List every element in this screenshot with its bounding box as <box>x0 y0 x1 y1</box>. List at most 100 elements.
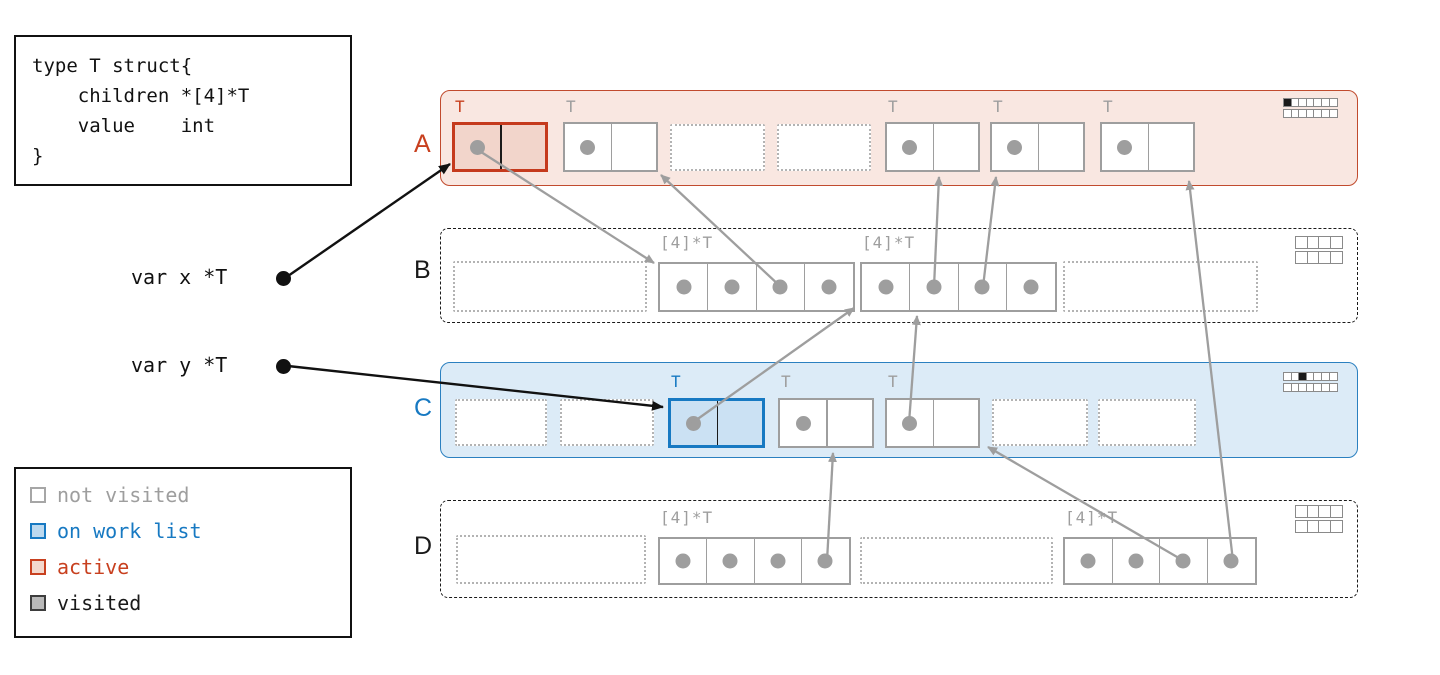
region-B-array-slot-2 <box>658 262 855 312</box>
region-D-empty-slot-3 <box>860 537 1053 584</box>
bitmap-row <box>1283 109 1338 118</box>
region-C-t-cell-4-visited <box>778 398 874 448</box>
pointer-dot <box>772 279 788 295</box>
legend-box: not visited on work list active visited <box>14 467 352 638</box>
bitmap-row <box>1295 505 1343 518</box>
pointer-dot <box>1223 553 1239 569</box>
region-C-cell-4-type-label: T <box>781 372 792 391</box>
field-divider <box>826 400 828 446</box>
region-A-empty-slot-4 <box>777 124 871 171</box>
bitmap-bit <box>1328 98 1338 107</box>
region-B-heap-bitmap-icon <box>1295 236 1343 264</box>
array-element-4 <box>1007 264 1055 310</box>
bitmap-bit <box>1328 109 1338 118</box>
array-element-1 <box>862 264 911 310</box>
region-A-t-cell-5-visited <box>885 122 980 172</box>
pointer-dot <box>724 279 740 295</box>
region-C-empty-slot-2 <box>560 399 654 446</box>
legend-label-not-visited: not visited <box>57 483 190 507</box>
bitmap-row <box>1283 98 1338 107</box>
legend-swatch-active <box>30 559 46 575</box>
field-divider <box>716 401 719 445</box>
pointer-dot <box>675 553 691 569</box>
pointer-dot <box>1175 553 1191 569</box>
region-A-cell-2-type-label: T <box>566 97 577 116</box>
region-D-array-slot-4 <box>1063 537 1257 585</box>
legend-item-on-work-list: on work list <box>30 519 202 543</box>
pointer-dot <box>1007 139 1023 155</box>
pointer-dot <box>1023 279 1039 295</box>
bitmap-row <box>1283 372 1338 381</box>
legend-label-visited: visited <box>57 591 142 615</box>
struct-definition-code: type T struct{ children *[4]*T value int… <box>32 55 250 167</box>
array-element-4 <box>1208 539 1256 583</box>
region-A-cell-7-type-label: T <box>1103 97 1114 116</box>
pointer-dot <box>580 139 596 155</box>
region-A-heap-bitmap-icon <box>1283 98 1338 118</box>
pointer-dot <box>722 553 738 569</box>
bitmap-row <box>1295 236 1343 249</box>
var-x-label: var x *T <box>131 265 228 289</box>
field-divider <box>500 125 502 169</box>
region-B-empty-slot-4 <box>1063 261 1258 312</box>
bitmap-bit <box>1329 520 1343 533</box>
array-element-2 <box>707 539 755 583</box>
region-D-label: D <box>414 532 433 560</box>
legend-label-on-work-list: on work list <box>57 519 202 543</box>
legend-item-active: active <box>30 555 129 579</box>
region-A-t-cell-6-visited <box>990 122 1085 172</box>
region-C-cell-3-type-label: T <box>671 372 682 391</box>
legend-swatch-not-visited <box>30 487 46 503</box>
pointer-dot <box>1117 139 1133 155</box>
region-B-array-3-type-label: [4]*T <box>862 233 916 252</box>
region-B-label: B <box>414 256 431 284</box>
region-B-empty-slot-1 <box>453 261 647 312</box>
region-C-empty-slot-7 <box>1098 399 1196 446</box>
region-B-array-slot-3 <box>860 262 1057 312</box>
legend-item-not-visited: not visited <box>30 483 189 507</box>
pointer-dot <box>686 415 702 431</box>
array-element-4 <box>802 539 849 583</box>
var-y-label: var y *T <box>131 353 228 377</box>
region-A-cell-1-type-label: T <box>455 97 466 116</box>
array-element-2 <box>708 264 757 310</box>
region-C-label: C <box>414 394 433 422</box>
bitmap-bit <box>1329 251 1343 264</box>
array-element-3 <box>755 539 802 583</box>
array-element-3 <box>1160 539 1208 583</box>
array-element-2 <box>1113 539 1160 583</box>
field-divider <box>1037 124 1040 170</box>
pointer-dot <box>676 279 692 295</box>
bitmap-row <box>1295 251 1343 264</box>
region-A-empty-slot-3 <box>670 124 765 171</box>
legend-swatch-visited <box>30 595 46 611</box>
pointer-dot <box>926 279 942 295</box>
pointer-dot <box>902 139 918 155</box>
field-divider <box>932 124 935 170</box>
legend-item-visited: visited <box>30 591 141 615</box>
field-divider <box>610 124 613 170</box>
region-A-t-cell-2-visited <box>563 122 658 172</box>
region-C-t-cell-3-worklist <box>668 398 765 448</box>
bitmap-bit <box>1328 383 1338 392</box>
pointer-dot <box>974 279 990 295</box>
pointer-dot <box>817 553 833 569</box>
pointer-dot <box>878 279 894 295</box>
region-C-empty-slot-1 <box>455 399 547 446</box>
pointer-dot <box>821 279 837 295</box>
array-element-4 <box>805 264 853 310</box>
struct-definition-box: type T struct{ children *[4]*T value int… <box>14 35 352 186</box>
bitmap-row <box>1283 383 1338 392</box>
field-divider <box>932 400 935 446</box>
legend-swatch-on-work-list <box>30 523 46 539</box>
var-y-pointer-dot <box>275 358 291 374</box>
region-C-cell-5-type-label: T <box>888 372 899 391</box>
region-D-heap-bitmap-icon <box>1295 505 1343 533</box>
pointer-dot <box>795 415 811 431</box>
region-A-cell-6-type-label: T <box>993 97 1004 116</box>
region-A-cell-5-type-label: T <box>888 97 899 116</box>
legend-label-active: active <box>57 555 130 579</box>
region-D-array-2-type-label: [4]*T <box>660 508 714 527</box>
array-element-1 <box>660 539 708 583</box>
array-element-3 <box>757 264 805 310</box>
